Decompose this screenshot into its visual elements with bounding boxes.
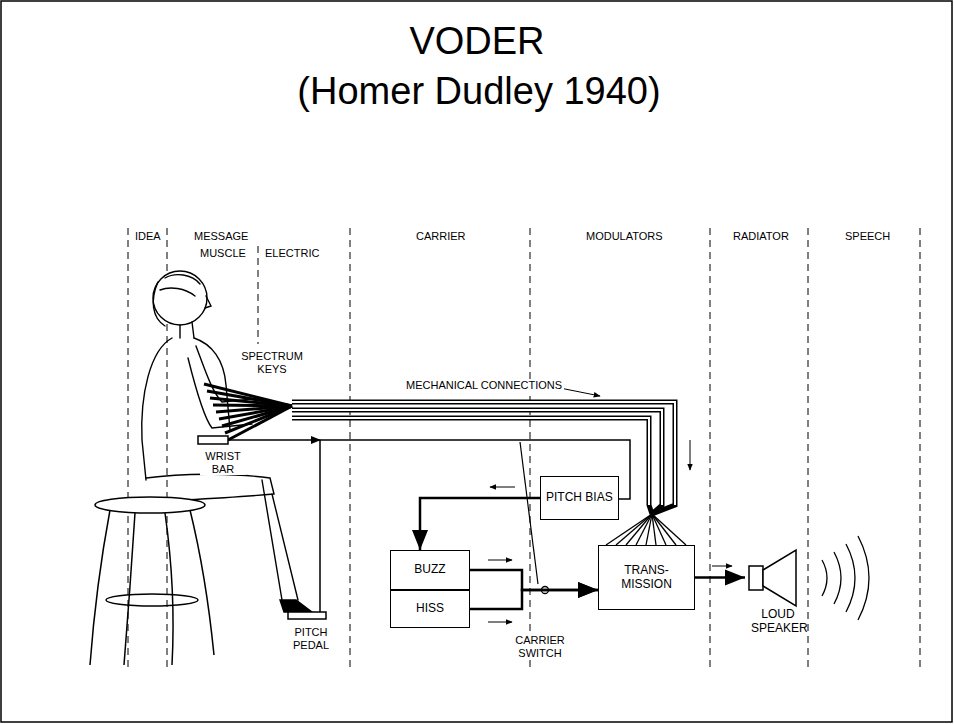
signal-connector: [470, 570, 598, 590]
hair: [153, 275, 200, 326]
fan-line: [616, 514, 652, 545]
part-label: MECHANICAL CONNECTIONS: [404, 379, 564, 392]
divider-line: [350, 228, 351, 668]
section-heading: IDEA: [133, 230, 163, 243]
neck: [180, 322, 194, 338]
divider-line: [808, 228, 809, 668]
section-heading: CARRIER: [414, 230, 468, 243]
stool-ring: [106, 594, 198, 606]
node-label: BUZZ: [414, 563, 445, 577]
process-box: PITCH BIAS: [540, 476, 619, 520]
muscle-electric-divider: [258, 246, 259, 344]
direction-arrow: [488, 560, 512, 561]
node-label: TRANS- MISSION: [619, 564, 675, 592]
source-box: HISS: [390, 590, 470, 628]
signal-connector: [470, 590, 598, 609]
process-box: TRANS- MISSION: [598, 545, 695, 610]
fan-line: [646, 514, 652, 545]
source-box: BUZZ: [390, 550, 470, 590]
node-label: PITCH BIAS: [546, 491, 613, 505]
spectrum-key: [210, 398, 292, 406]
node-label: HISS: [416, 602, 444, 616]
fan-line: [636, 514, 652, 545]
section-dividers: [128, 228, 920, 668]
divider-line: [530, 228, 531, 668]
section-subheading: ELECTRIC: [263, 247, 321, 260]
signal-connector: [695, 576, 745, 579]
mechanical-connections: [228, 388, 732, 622]
direction-arrow: [712, 566, 732, 567]
speaker-cone: [763, 550, 796, 606]
spectrum-key: [204, 384, 292, 406]
section-heading: MESSAGE: [192, 230, 250, 243]
sound-waves: [822, 536, 869, 620]
section-heading: RADIATOR: [731, 230, 791, 243]
part-label: PITCH PEDAL: [286, 626, 336, 651]
stool: [90, 497, 214, 665]
wrist-bar: [198, 436, 228, 444]
face-profile: [205, 296, 211, 308]
spectrum-keys: [204, 384, 292, 440]
direction-arrow: [490, 487, 515, 488]
pointer-arrow: [560, 388, 600, 396]
part-label: WRIST BAR: [200, 450, 246, 475]
spectrum-key: [228, 406, 292, 440]
node-label: LOUD SPEAKER: [751, 608, 805, 636]
part-label: CARRIER SWITCH: [508, 634, 572, 659]
head: [153, 271, 207, 325]
pitch-control-wire: [228, 440, 630, 612]
speaker-symbol: [748, 548, 808, 608]
section-heading: MODULATORS: [584, 230, 665, 243]
sound-wave: [834, 552, 841, 604]
fan-line: [652, 514, 676, 545]
fan-line: [652, 514, 686, 545]
signal-connector: [420, 498, 540, 550]
stool-legs: [90, 510, 214, 665]
pitch-pedal: [288, 612, 326, 619]
divider-line: [920, 228, 921, 668]
sound-wave: [846, 544, 855, 612]
stool-seat: [95, 497, 205, 513]
section-subheading: MUSCLE: [198, 247, 248, 260]
sound-wave: [822, 560, 827, 596]
title: VODER: [0, 20, 954, 64]
subtitle: (Homer Dudley 1940): [0, 70, 954, 114]
loudspeaker: LOUD SPEAKER: [745, 548, 811, 644]
section-heading: SPEECH: [843, 230, 892, 243]
direction-arrow: [488, 622, 512, 623]
direction-arrow: [690, 440, 691, 470]
legs: [262, 480, 298, 600]
shoe: [280, 600, 312, 612]
spectrum-key: [207, 391, 292, 406]
sound-wave: [858, 536, 869, 620]
speaker-magnet: [749, 566, 763, 590]
fan-line: [626, 514, 652, 545]
operator-figure: [142, 271, 312, 612]
part-label: SPECTRUM KEYS: [238, 350, 306, 375]
divider-line: [710, 228, 711, 668]
switch-control-wire: [520, 442, 538, 584]
